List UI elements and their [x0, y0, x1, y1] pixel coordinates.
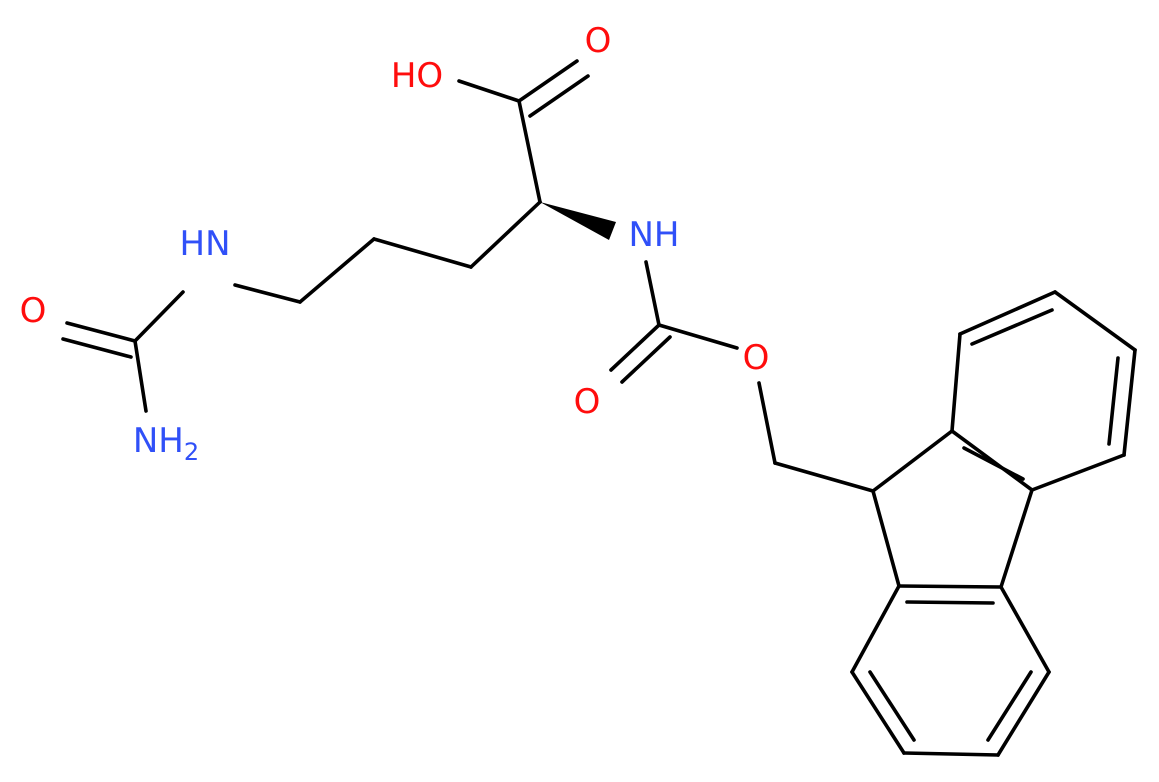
bond-cg-cd: [298, 237, 376, 304]
bond-c9-c9a: [871, 429, 954, 493]
atom-label-hydroxyl: HO: [391, 56, 443, 96]
atom-label-amino-n: NH: [133, 421, 184, 461]
bond-inner-c8a-c4b: [905, 600, 995, 605]
side-chain: [233, 200, 542, 304]
bond-c-oh: [457, 79, 521, 103]
bond-inner-c8-c7: [868, 670, 916, 742]
bond-c9a-c1: [950, 332, 962, 433]
bond-ch2-c9: [773, 461, 875, 493]
bond-curea-nh2: [133, 339, 148, 413]
bond-c4-c4a: [1030, 453, 1126, 492]
atom-label-carboxyl-oxygen: O: [585, 21, 612, 61]
bond-c8a-c8: [850, 584, 901, 674]
bond-c9-c8a: [871, 489, 901, 588]
bond-ccarb-o-double-2: [620, 335, 672, 384]
bond-inner-c3-c4: [1107, 356, 1120, 446]
bond-n-curea: [133, 290, 185, 343]
urea-group: [61, 290, 185, 413]
bond-inner-c1-c2: [970, 308, 1054, 346]
bond-inner-c9a-c4a: [962, 446, 1025, 481]
bond-c6-c5: [996, 670, 1051, 757]
atom-label-side-amine: HN: [180, 224, 231, 264]
bond-curea-o-double-1: [65, 321, 137, 343]
carboxyl-group: [457, 59, 590, 204]
bond-c8-c7: [850, 670, 906, 755]
bond-c-o-double-2: [528, 74, 590, 118]
wedge-bond-alpha-nh: [540, 202, 616, 240]
bond-c8a-c4b: [897, 584, 1003, 589]
bond-ccarb-o-double-1: [609, 323, 661, 372]
bond-c1-c2: [958, 290, 1057, 336]
bond-ca-c: [517, 99, 542, 204]
bond-curea-o-double-2: [61, 337, 133, 359]
bond-c7-c6: [902, 751, 1000, 757]
bond-inner-c6-c5: [986, 670, 1033, 742]
atom-label-urea-oxygen: O: [20, 291, 47, 331]
bond-nh-ccarb: [644, 260, 661, 327]
bond-c5-c4b: [999, 585, 1051, 674]
bond-ca-cb: [469, 200, 542, 269]
bond-c-o-double-1: [517, 59, 579, 103]
fluorenyl-group: [850, 290, 1137, 757]
bond-c4a-c4b: [999, 488, 1034, 589]
bond-oester-ch2: [757, 381, 777, 465]
bond-c3-c4: [1122, 348, 1137, 457]
atom-label-amino-subscript: 2: [184, 438, 199, 466]
bond-ccarb-oester: [657, 323, 739, 350]
atom-label-alpha-amine: NH: [629, 215, 680, 255]
bond-c9a-c4a: [950, 429, 1034, 492]
atom-label-carbamate-oxygen: O: [574, 382, 601, 422]
carbamate-group: [609, 260, 875, 493]
atom-label-amino-group: NH2: [133, 421, 199, 466]
bond-cd-n: [233, 283, 302, 304]
bond-cb-cg: [372, 237, 473, 269]
atom-label-ester-oxygen: O: [743, 338, 770, 378]
bond-c2-c3: [1053, 290, 1137, 352]
